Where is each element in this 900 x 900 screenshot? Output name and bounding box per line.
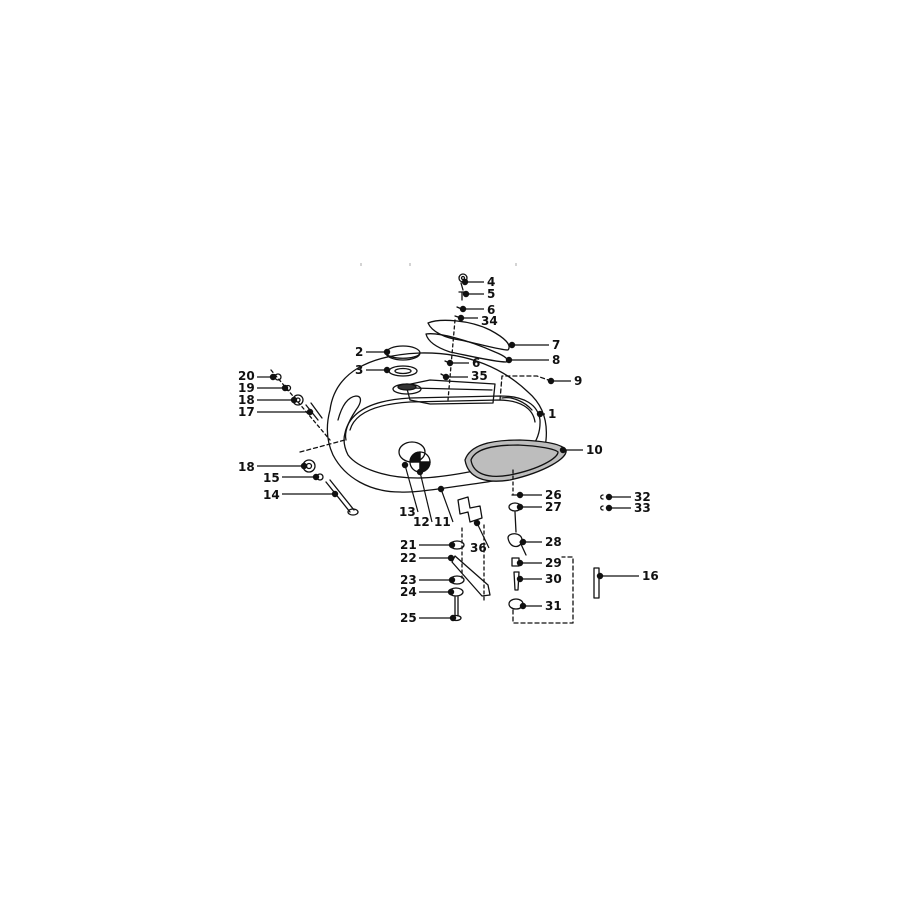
callout-label-31: 31: [545, 599, 562, 613]
callout-dot: [519, 538, 527, 546]
callout-label-10: 10: [586, 443, 603, 457]
callout-label-20: 20: [238, 369, 255, 383]
callout-dot: [605, 504, 613, 512]
callout-label-12: 12: [413, 515, 430, 529]
callout-label-32: 32: [634, 490, 651, 504]
callout-label-3: 3: [355, 363, 364, 377]
callout-label-23: 23: [400, 573, 417, 587]
callout-label-6: 6: [487, 303, 496, 317]
callout-label-35: 35: [471, 369, 488, 383]
vent-line: [499, 375, 552, 401]
callout-label-15: 15: [263, 471, 280, 485]
callout-dot: [461, 278, 469, 286]
callout-dot: [269, 373, 277, 381]
callout-label-18: 18: [238, 460, 255, 474]
callout-dot: [596, 572, 604, 580]
callout-dot: [449, 614, 457, 622]
callout-dot: [383, 366, 391, 374]
callout-label-27: 27: [545, 500, 562, 514]
callout-dot: [516, 575, 524, 583]
callout-label-17: 17: [238, 405, 255, 419]
callout-label-36: 36: [470, 541, 487, 555]
callout-label-33: 33: [634, 501, 651, 515]
callout-leader-line: [476, 522, 490, 549]
callout-label-25: 25: [400, 611, 417, 625]
callout-label-1: 1: [548, 407, 557, 421]
callout-dot: [383, 348, 391, 356]
cover-plate: [425, 319, 510, 363]
callout-leader-line: [419, 471, 433, 523]
clips: [600, 494, 604, 511]
callout-label-5: 5: [487, 287, 496, 301]
callout-label-13: 13: [399, 505, 416, 519]
callout-dot: [416, 468, 424, 476]
callout-label-30: 30: [545, 572, 562, 586]
callout-dot: [559, 446, 567, 454]
callout-dot: [447, 554, 455, 562]
scan-marks: [360, 263, 517, 266]
callout-label-11: 11: [434, 515, 451, 529]
cap-gasket: [388, 365, 418, 377]
callout-dot: [447, 588, 455, 596]
callout-dot: [536, 410, 544, 418]
callout-dot: [281, 384, 289, 392]
callout-label-4: 4: [487, 275, 496, 289]
callout-dot: [312, 473, 320, 481]
callout-dot: [446, 359, 454, 367]
callout-label-2: 2: [355, 345, 364, 359]
rear-mount-bracket: [448, 496, 491, 622]
callout-label-21: 21: [400, 538, 417, 552]
callout-dot: [290, 396, 298, 404]
callout-label-14: 14: [263, 488, 280, 502]
callout-dot: [547, 377, 555, 385]
front-mount-hardware: [270, 369, 359, 516]
callout-dot: [516, 503, 524, 511]
callout-label-26: 26: [545, 488, 562, 502]
callout-dot: [437, 485, 445, 493]
callout-label-19: 19: [238, 381, 255, 395]
callout-label-28: 28: [545, 535, 562, 549]
callout-dot: [519, 602, 527, 610]
callout-dot: [331, 490, 339, 498]
callout-dot: [505, 356, 513, 364]
callout-dot: [473, 519, 481, 527]
callout-label-24: 24: [400, 585, 417, 599]
callout-dot: [605, 493, 613, 501]
callout-dot: [442, 373, 450, 381]
knee-pad: [464, 439, 567, 482]
callout-dot: [462, 290, 470, 298]
callout-dot: [448, 541, 456, 549]
callout-dot: [457, 314, 465, 322]
callout-label-18: 18: [238, 393, 255, 407]
callout-label-34: 34: [481, 314, 498, 328]
callout-label-9: 9: [574, 374, 583, 388]
callout-label-22: 22: [400, 551, 417, 565]
callout-dot: [401, 461, 409, 469]
callout-label-7: 7: [552, 338, 561, 352]
callout-dot: [508, 341, 516, 349]
callout-dot: [448, 576, 456, 584]
callout-label-16: 16: [642, 569, 659, 583]
callout-leader-line: [440, 488, 454, 523]
callout-dot: [300, 462, 308, 470]
side-pin: [593, 567, 600, 599]
callout-dot: [516, 491, 524, 499]
callout-dot: [516, 559, 524, 567]
callout-dot: [459, 305, 467, 313]
callout-label-8: 8: [552, 353, 561, 367]
callout-dot: [306, 408, 314, 416]
callout-leader-line: [404, 464, 419, 513]
callout-label-29: 29: [545, 556, 562, 570]
callout-label-6: 6: [472, 356, 481, 370]
